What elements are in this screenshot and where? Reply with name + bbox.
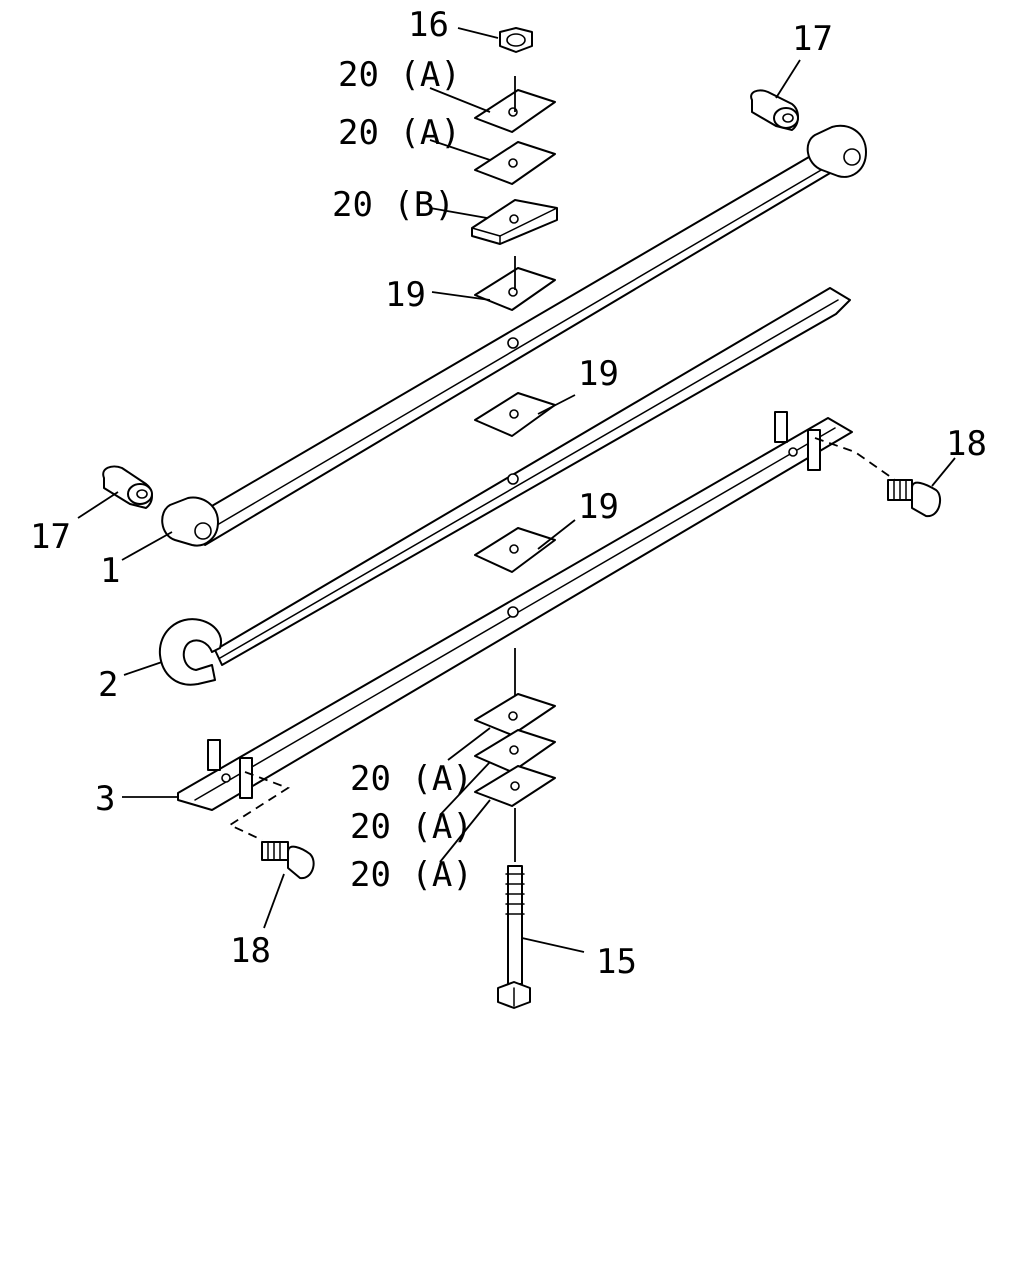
bolt-18-right bbox=[887, 479, 942, 518]
leaf-3 bbox=[177, 411, 896, 841]
label-15: 15 bbox=[596, 942, 637, 982]
label-3: 3 bbox=[95, 779, 115, 819]
leaf-2 bbox=[158, 287, 851, 686]
bushing-17-left bbox=[102, 465, 153, 509]
label-20a-bottom-2: 20 (A) bbox=[350, 807, 473, 847]
pad-20a-bottom-1 bbox=[474, 693, 556, 736]
label-19-low: 19 bbox=[578, 487, 619, 527]
pad-19-low bbox=[474, 527, 556, 573]
label-20a-bottom-3: 20 (A) bbox=[350, 855, 473, 895]
pad-20b bbox=[471, 199, 558, 245]
label-20b: 20 (B) bbox=[332, 185, 455, 225]
label-19-mid: 19 bbox=[578, 354, 619, 394]
label-19-top: 19 bbox=[385, 275, 426, 315]
label-18-right: 18 bbox=[946, 424, 987, 464]
label-20a-top-1: 20 (A) bbox=[338, 55, 461, 95]
label-2: 2 bbox=[98, 665, 118, 705]
pad-20a-bottom-3 bbox=[474, 765, 556, 807]
label-20a-bottom-1: 20 (A) bbox=[350, 759, 473, 799]
pad-19-mid bbox=[474, 392, 556, 437]
label-20a-top-2: 20 (A) bbox=[338, 113, 461, 153]
label-17-top: 17 bbox=[792, 19, 833, 59]
label-1: 1 bbox=[100, 551, 120, 591]
leaf-1 bbox=[161, 124, 867, 547]
pad-20a-top-2 bbox=[474, 141, 556, 185]
bolt-15 bbox=[497, 865, 531, 1009]
label-16: 16 bbox=[408, 5, 449, 45]
label-17-left: 17 bbox=[30, 517, 71, 557]
bolt-18-left bbox=[261, 841, 315, 880]
pad-20a-bottom-2 bbox=[474, 729, 556, 773]
bushing-17-top bbox=[750, 89, 799, 131]
label-18-left: 18 bbox=[230, 931, 271, 971]
nut-16 bbox=[499, 27, 533, 53]
